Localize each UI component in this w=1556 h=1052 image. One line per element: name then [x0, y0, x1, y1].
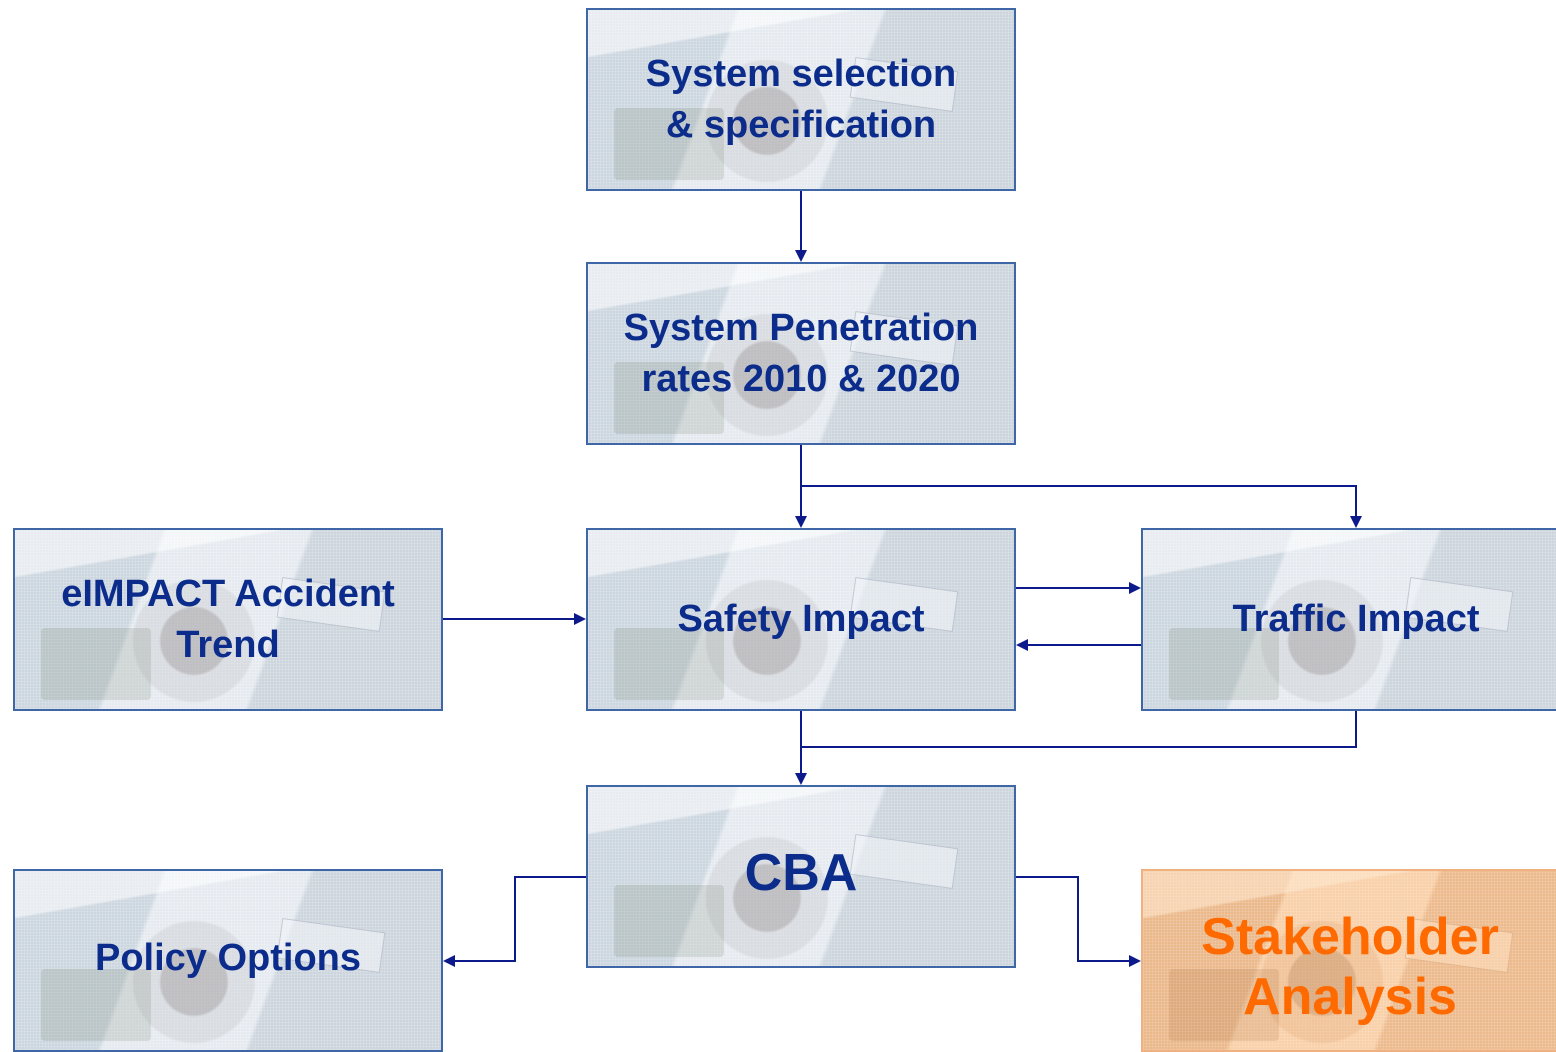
node-safety-impact-label: Safety Impact: [677, 598, 925, 640]
node-system-selection: System selection & specification: [586, 8, 1016, 191]
edge-penetration-to-traffic: [801, 485, 1362, 528]
node-cba-label: CBA: [744, 843, 858, 902]
node-system-penetration: System Penetration rates 2010 & 2020: [586, 262, 1016, 445]
node-policy-options: Policy Options: [13, 869, 443, 1052]
node-policy-options-label: Policy Options: [94, 937, 362, 979]
node-system-penetration-label: System Penetration rates 2010 & 2020: [623, 306, 979, 400]
edge-traffic-to-cba: [801, 711, 1357, 748]
node-safety-impact: Safety Impact: [586, 528, 1016, 711]
edge-cba-to-stakeholder: [1016, 876, 1141, 967]
edge-cba-to-policy: [443, 876, 586, 967]
node-system-selection-label: System selection & specification: [645, 52, 957, 146]
node-cba: CBA: [586, 785, 1016, 968]
node-eimpact-accident-trend-label: eIMPACT Accident Trend: [61, 572, 395, 666]
node-traffic-impact-label: Traffic Impact: [1232, 598, 1480, 640]
node-traffic-impact: Traffic Impact: [1141, 528, 1556, 711]
node-stakeholder-analysis-label: Stakeholder Analysis: [1201, 907, 1499, 1026]
node-eimpact-accident-trend: eIMPACT Accident Trend: [13, 528, 443, 711]
